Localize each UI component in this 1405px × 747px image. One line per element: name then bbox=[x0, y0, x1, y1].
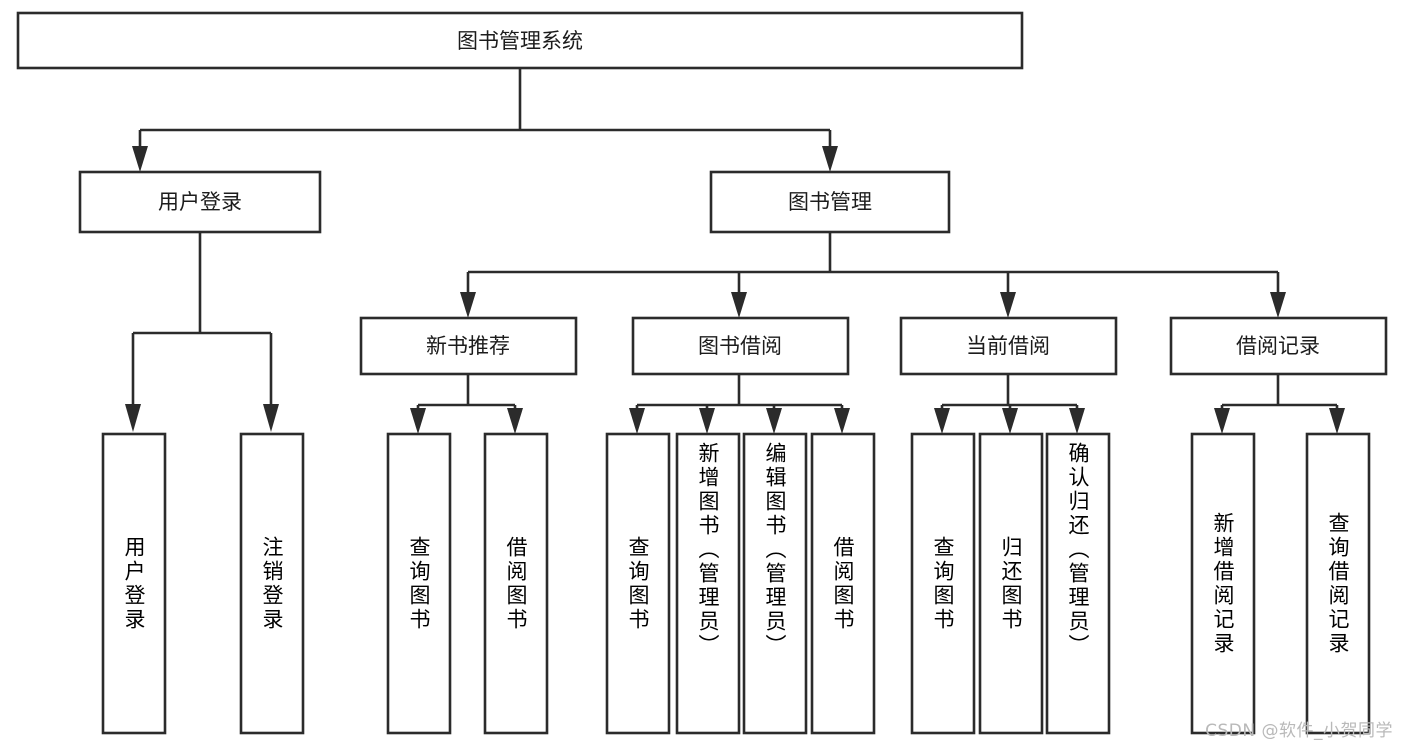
leaf-br-query-record-label: 查询借阅记录 bbox=[1326, 511, 1350, 656]
arrow-head-nb-leaf-1 bbox=[410, 408, 426, 434]
arrow-head-cb-leaf-3 bbox=[1069, 408, 1085, 434]
arrow-head-book-borrow bbox=[731, 292, 747, 318]
arrow-head-br-leaf-1 bbox=[1214, 408, 1230, 434]
node-user-login-label: 用户登录 bbox=[158, 190, 242, 214]
node-new-book-recommend-label: 新书推荐 bbox=[426, 334, 510, 358]
leaf-bb-add-book-admin-label: 新增图书（管理员） bbox=[696, 442, 720, 658]
leaf-bb-edit-book-admin[interactable]: 编辑图书（管理员） bbox=[742, 432, 808, 735]
arrow-head-leaf-user-login bbox=[125, 404, 141, 432]
arrow-head-cb-leaf-1 bbox=[934, 408, 950, 434]
node-user-login[interactable]: 用户登录 bbox=[78, 170, 322, 234]
leaf-bb-query-book[interactable]: 查询图书 bbox=[605, 432, 671, 735]
arrow-head-bb-leaf-1 bbox=[629, 408, 645, 434]
arrow-head-cb-leaf-2 bbox=[1002, 408, 1018, 434]
leaf-cb-query-book[interactable]: 查询图书 bbox=[910, 432, 976, 735]
leaf-bb-borrow-book[interactable]: 借阅图书 bbox=[810, 432, 876, 735]
node-current-borrow-label: 当前借阅 bbox=[966, 334, 1050, 358]
csdn-watermark: CSDN @软件_小贺同学 bbox=[1205, 721, 1393, 741]
leaf-br-add-record-label: 新增借阅记录 bbox=[1211, 511, 1235, 656]
leaf-nb-borrow-book[interactable]: 借阅图书 bbox=[483, 432, 549, 735]
leaf-cb-return-book[interactable]: 归还图书 bbox=[978, 432, 1044, 735]
node-root-label: 图书管理系统 bbox=[457, 29, 583, 53]
leaf-user-login-do[interactable]: 用户登录 bbox=[101, 432, 167, 735]
leaf-cb-return-book-label: 归还图书 bbox=[999, 535, 1023, 632]
leaf-nb-query-book[interactable]: 查询图书 bbox=[386, 432, 452, 735]
leaf-bb-add-book-admin[interactable]: 新增图书（管理员） bbox=[675, 432, 741, 735]
node-book-borrow-label: 图书借阅 bbox=[698, 334, 782, 358]
leaf-bb-borrow-book-label: 借阅图书 bbox=[831, 535, 855, 632]
node-new-book-recommend[interactable]: 新书推荐 bbox=[359, 316, 578, 376]
node-root-system[interactable]: 图书管理系统 bbox=[16, 11, 1024, 70]
leaf-user-login-do-label: 用户登录 bbox=[122, 535, 146, 632]
leaf-nb-borrow-book-label: 借阅图书 bbox=[504, 535, 528, 632]
node-book-management[interactable]: 图书管理 bbox=[709, 170, 951, 234]
arrow-head-bb-leaf-4 bbox=[834, 408, 850, 434]
leaf-cb-query-book-label: 查询图书 bbox=[931, 535, 955, 632]
leaf-cb-confirm-return-admin-label: 确认归还（管理员） bbox=[1066, 442, 1090, 658]
arrow-head-new-book bbox=[460, 292, 476, 318]
arrow-head-br-leaf-2 bbox=[1329, 408, 1345, 434]
node-borrow-record-label: 借阅记录 bbox=[1236, 334, 1320, 358]
arrow-head-bb-leaf-3 bbox=[766, 408, 782, 434]
arrow-head-leaf-logout bbox=[263, 404, 279, 432]
arrow-head-user-login bbox=[132, 146, 148, 172]
leaf-logout-label: 注销登录 bbox=[260, 535, 284, 632]
leaf-br-add-record[interactable]: 新增借阅记录 bbox=[1190, 432, 1256, 735]
leaf-logout[interactable]: 注销登录 bbox=[239, 432, 305, 735]
arrow-head-borrow-record bbox=[1270, 292, 1286, 318]
leaf-bb-edit-book-admin-label: 编辑图书（管理员） bbox=[763, 442, 787, 658]
arrow-head-book-mgmt bbox=[822, 146, 838, 172]
connector-layer bbox=[125, 68, 1345, 434]
node-current-borrow[interactable]: 当前借阅 bbox=[899, 316, 1118, 376]
leaf-nb-query-book-label: 查询图书 bbox=[407, 535, 431, 632]
leaf-br-query-record[interactable]: 查询借阅记录 bbox=[1305, 432, 1371, 735]
node-book-management-label: 图书管理 bbox=[788, 190, 872, 214]
node-book-borrow[interactable]: 图书借阅 bbox=[631, 316, 850, 376]
arrow-head-nb-leaf-2 bbox=[507, 408, 523, 434]
leaf-cb-confirm-return-admin[interactable]: 确认归还（管理员） bbox=[1045, 432, 1111, 735]
arrow-head-current-borrow bbox=[1000, 292, 1016, 318]
node-borrow-record[interactable]: 借阅记录 bbox=[1169, 316, 1388, 376]
arrow-head-bb-leaf-2 bbox=[699, 408, 715, 434]
leaf-bb-query-book-label: 查询图书 bbox=[626, 535, 650, 632]
